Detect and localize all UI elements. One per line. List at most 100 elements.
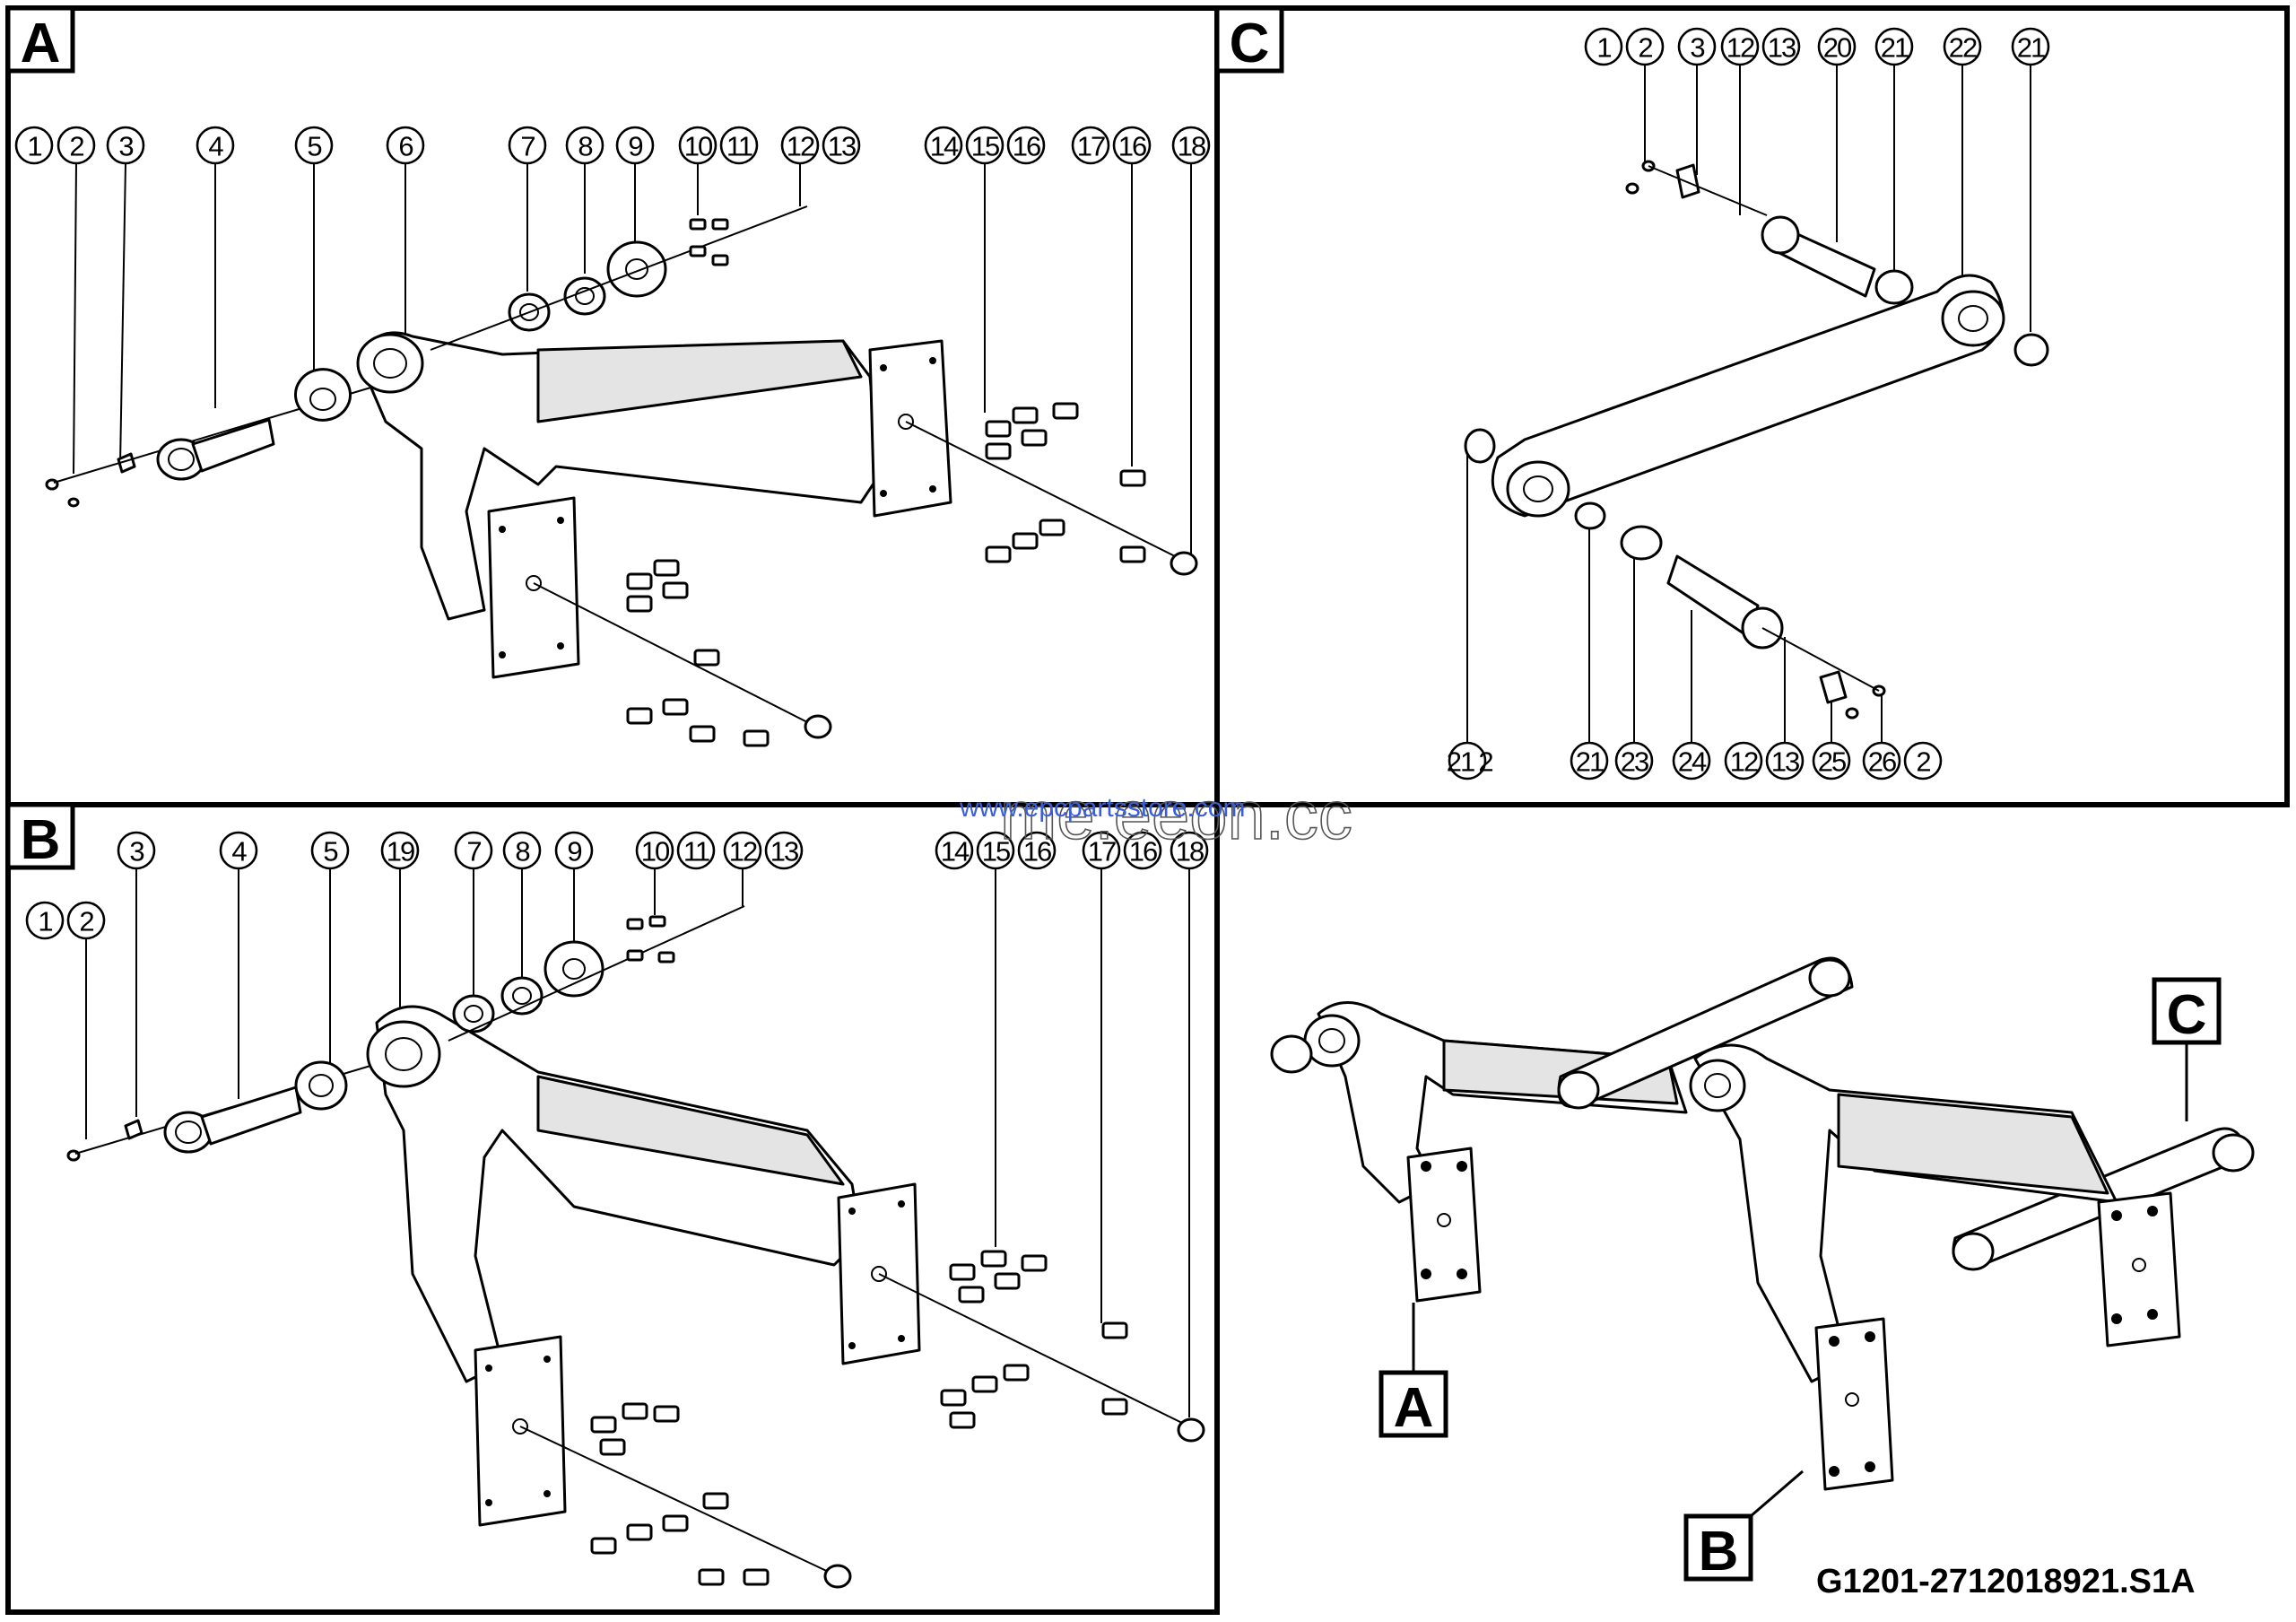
svg-text:21: 21	[1447, 746, 1474, 778]
callout: 14	[935, 831, 974, 870]
callout: 5	[294, 126, 334, 165]
callout: 15	[965, 126, 1004, 165]
svg-text:16: 16	[1023, 836, 1051, 868]
svg-text:2: 2	[79, 906, 93, 937]
svg-text:15: 15	[971, 131, 999, 162]
svg-text:13: 13	[770, 836, 798, 868]
callout: 3	[1677, 27, 1717, 66]
overview-label-a: A	[1378, 1303, 1448, 1439]
svg-text:B: B	[1699, 1521, 1739, 1583]
svg-text:8: 8	[515, 836, 529, 868]
callout: 21	[1874, 27, 1914, 66]
callout: 16	[1112, 126, 1152, 165]
svg-text:26: 26	[1868, 746, 1896, 778]
svg-text:1: 1	[27, 131, 41, 162]
svg-text:9: 9	[628, 131, 642, 162]
callout: 2	[1903, 741, 1943, 780]
svg-text:3: 3	[1690, 32, 1704, 64]
svg-text:5: 5	[307, 131, 321, 162]
svg-text:13: 13	[1771, 746, 1799, 778]
callout: 4	[196, 126, 235, 165]
callout: 13	[1765, 741, 1805, 780]
callout: 19	[380, 831, 420, 870]
callout: 5	[310, 831, 350, 870]
panel-b-leaders	[85, 868, 1190, 1417]
svg-text:12: 12	[1730, 746, 1758, 778]
callout: 11	[676, 831, 716, 870]
callout: 23	[1614, 741, 1654, 780]
overview-label-b: B	[1683, 1469, 1804, 1583]
svg-text:19: 19	[387, 836, 414, 868]
callout: 17	[1071, 126, 1110, 165]
callout: 10	[635, 831, 674, 870]
callout: 2	[57, 126, 96, 165]
callout: 20	[1817, 27, 1857, 66]
svg-text:1: 1	[1596, 32, 1611, 64]
svg-text:6: 6	[398, 131, 413, 162]
svg-text:11: 11	[683, 836, 709, 868]
callout: 12	[1720, 27, 1760, 66]
svg-text:me.eeon.cc: me.eeon.cc	[1000, 778, 1352, 854]
panel-a-tag: A	[21, 13, 61, 74]
svg-text:2: 2	[1478, 746, 1492, 778]
callout: 16	[1123, 831, 1162, 870]
callout: 8	[502, 831, 542, 870]
callout: 7	[508, 126, 547, 165]
callout: 26	[1862, 741, 1901, 780]
svg-text:10: 10	[641, 836, 670, 868]
svg-text:2: 2	[69, 131, 83, 162]
callout: 16	[1006, 126, 1046, 165]
callout: 2	[66, 901, 106, 940]
svg-text:12: 12	[729, 836, 757, 868]
svg-text:20: 20	[1823, 32, 1852, 64]
callout: 25	[1812, 741, 1851, 780]
svg-text:25: 25	[1818, 746, 1846, 778]
panel-a-callouts: 1 2 3 4 5 6 7 8 9 10 11 12 13 14 15 16 1…	[14, 126, 1211, 165]
svg-text:8: 8	[578, 131, 592, 162]
panel-c-tag: C	[1230, 13, 1270, 74]
callout: 2	[1625, 27, 1665, 66]
callout: 12	[780, 126, 820, 165]
panel-a-bracket	[45, 205, 1198, 747]
callout: 24	[1672, 741, 1711, 780]
callout: 18	[1170, 831, 1209, 870]
svg-text:4: 4	[208, 131, 223, 162]
svg-text:www.epcpartsstore.com: www.epcpartsstore.com	[959, 793, 1245, 823]
callout: 7	[454, 831, 493, 870]
callout: 22	[1943, 27, 1982, 66]
callout: 13	[764, 831, 804, 870]
svg-text:22: 22	[1949, 32, 1977, 64]
panel-b-tag: B	[21, 809, 61, 871]
panel-b-bracket	[66, 905, 1205, 1589]
callout: 21	[1570, 741, 1609, 780]
svg-text:5: 5	[323, 836, 337, 868]
svg-text:12: 12	[787, 131, 814, 162]
svg-text:23: 23	[1621, 746, 1648, 778]
callout: 12	[1724, 741, 1763, 780]
svg-text:15: 15	[982, 836, 1010, 868]
panel-a: A 1 2 3 4 5 6 7 8 9 10 11 12 13 14 15 16…	[5, 5, 1220, 807]
svg-text:21: 21	[1576, 746, 1604, 778]
panel-c: C 1 2 3 12 13 20 21 22 21 21 2 21 23 24 …	[1214, 5, 2290, 807]
panel-b-callouts: 3 4 5 19 7 8 9 10 11 12 13 14 15 16 17 1…	[25, 831, 1209, 940]
svg-text:2: 2	[1638, 32, 1652, 64]
watermark: me.eeon.cc www.epcpartsstore.com	[959, 777, 1353, 855]
panel-c-callouts-top: 1 2 3 12 13 20 21 22 21	[1584, 27, 2050, 66]
panel-c-link-arm	[1464, 160, 2049, 719]
callout: 18	[1171, 126, 1211, 165]
svg-text:24: 24	[1678, 746, 1707, 778]
svg-text:21: 21	[2017, 32, 2045, 64]
callout: 12	[723, 831, 762, 870]
overview-assembly: A B C	[1270, 956, 2255, 1583]
callout: 11	[719, 126, 759, 165]
svg-text:7: 7	[466, 836, 481, 868]
figure-code: G1201-2712018921.S1A	[1816, 1563, 2196, 1600]
svg-text:11: 11	[726, 131, 752, 162]
svg-text:A: A	[1394, 1377, 1434, 1439]
svg-text:3: 3	[118, 131, 133, 162]
svg-text:16: 16	[1118, 131, 1146, 162]
svg-text:16: 16	[1013, 131, 1040, 162]
callout: 8	[565, 126, 604, 165]
callout: 4	[219, 831, 258, 870]
callout: 21	[2011, 27, 2050, 66]
